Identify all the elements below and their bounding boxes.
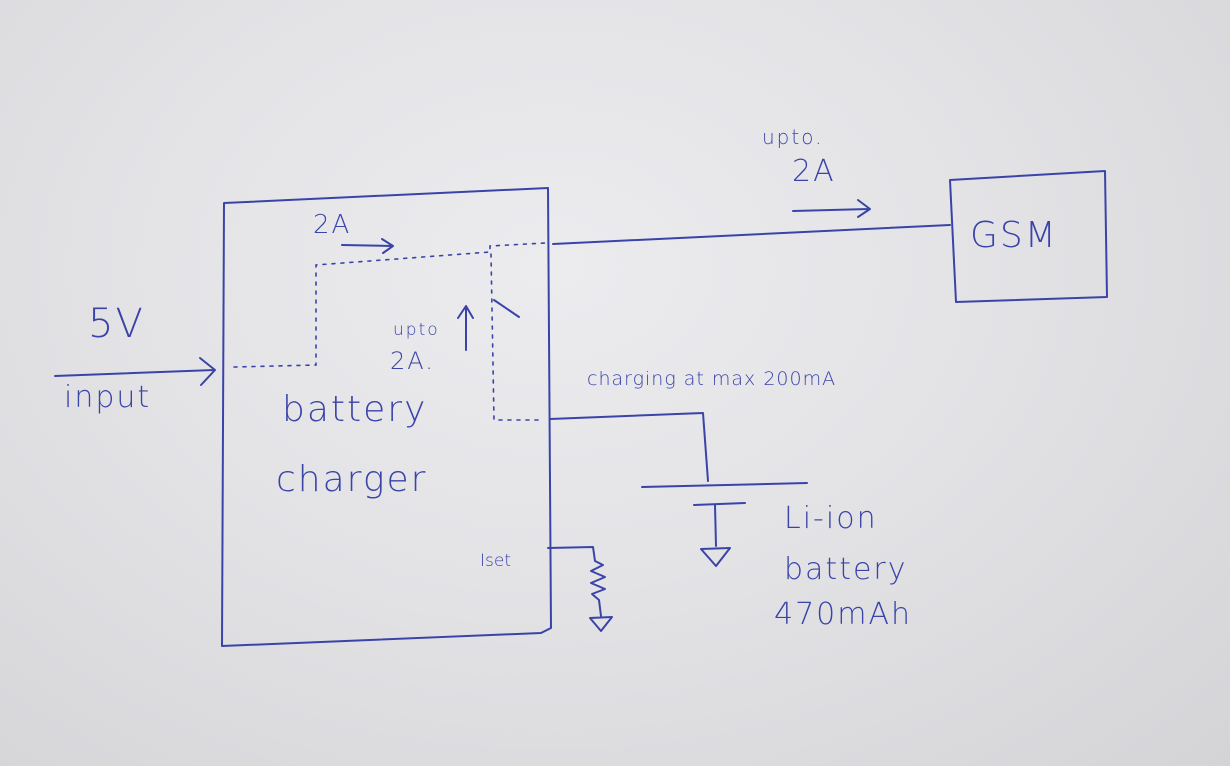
iset-resistor <box>547 546 613 632</box>
charging-note: charging at max 200mA <box>587 368 837 390</box>
internal-upto-label: upto <box>393 320 440 340</box>
charger-label-line1: battery <box>282 389 428 430</box>
internal-current-label: 2A <box>313 210 352 240</box>
iset-pin-label: Iset <box>480 551 511 571</box>
battery-label-line2: battery <box>784 552 908 587</box>
input-voltage-label: 5V <box>88 301 145 347</box>
battery-label-line1: Li-ion <box>784 501 878 536</box>
internal-upto-current-label: 2A. <box>390 347 435 375</box>
internal-path-dotted <box>233 242 546 368</box>
battery-feed-wire <box>549 412 709 482</box>
charger-label-line2: charger <box>276 459 428 500</box>
internal-current-arrow <box>341 238 394 254</box>
input-label: input <box>64 380 152 415</box>
switch-line <box>493 299 520 318</box>
gsm-feed-wire <box>552 224 951 245</box>
upto-arrow <box>457 305 474 351</box>
gsm-upto-label: upto. <box>762 125 824 149</box>
battery-plate-long <box>641 482 808 488</box>
charge-path-dotted <box>490 253 544 421</box>
battery-ground <box>700 504 731 567</box>
battery-plate-short <box>693 502 746 506</box>
battery-label-line3: 470mAh <box>774 597 913 632</box>
gsm-block <box>949 170 1108 303</box>
input-arrow <box>54 357 216 386</box>
gsm-current-arrow <box>792 199 871 218</box>
gsm-current-label: 2A <box>792 154 836 189</box>
gsm-label: GSM <box>970 215 1058 256</box>
charger-block <box>221 187 552 647</box>
